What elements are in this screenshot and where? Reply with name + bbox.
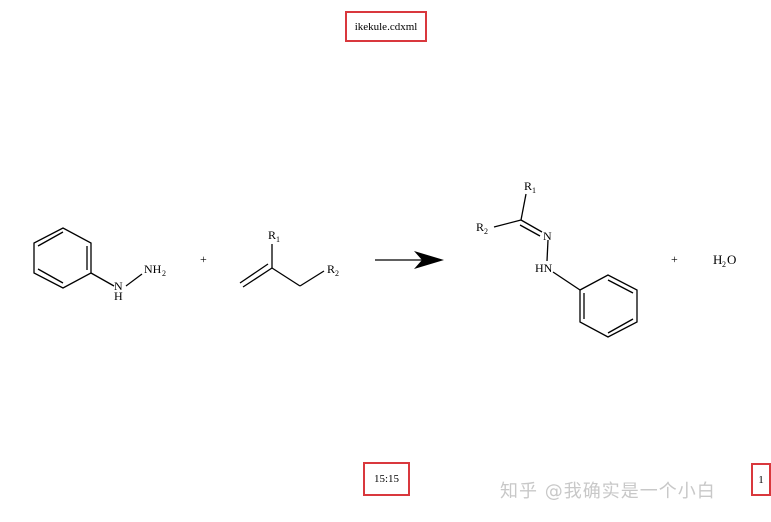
time-label: 15:15	[363, 462, 410, 496]
reactant1-c-n-bond	[90, 272, 115, 287]
reactant2-c-ch2-bond	[271, 267, 301, 287]
product-inner-bond	[607, 279, 634, 294]
plus-sign-1: +	[200, 252, 207, 266]
reactant1-inner-bond	[37, 268, 64, 284]
product-r1-label: R	[524, 179, 532, 193]
reactant2-double-bond	[242, 267, 273, 288]
water-h-subscript: 2	[722, 260, 726, 269]
watermark: 知乎 @我确实是一个小白	[500, 481, 716, 502]
product-c-r2-bond	[493, 219, 522, 228]
reactant2-double-bond-inner	[239, 263, 269, 284]
reactant1-nh2-label: NH	[144, 262, 162, 276]
product-n-c-bond	[552, 271, 581, 291]
product-inner-bond	[607, 318, 634, 334]
product-r2-label: R	[476, 220, 484, 234]
reactant1-nh2-subscript: 2	[162, 269, 166, 278]
reactant1-inner-bond	[37, 231, 64, 247]
water-h-label: H	[713, 252, 722, 267]
product-n-n-bond	[546, 239, 549, 262]
plus-sign-2: +	[671, 252, 678, 266]
product-benzene-ring	[579, 274, 638, 338]
reactant2-r1-subscript: 1	[276, 235, 280, 244]
reactant2-r2-label: R	[327, 262, 335, 276]
product-c-n-double-bond	[520, 219, 543, 233]
reactant2-r1-label: R	[268, 228, 276, 242]
reactant1-benzene-ring	[33, 227, 92, 289]
reactant1-n-label: N	[114, 279, 123, 293]
reactant1-nh-label: H	[114, 289, 123, 303]
product-c-r1-bond	[520, 193, 527, 221]
page-number-label: 1	[751, 463, 771, 496]
reactant1-n-n-bond	[125, 273, 143, 287]
filename-label: ikekule.cdxml	[345, 11, 427, 42]
product-r2-subscript: 2	[484, 227, 488, 236]
product-hn-label: HN	[535, 261, 553, 275]
reactant2-r2-subscript: 2	[335, 269, 339, 278]
reaction-arrow-head	[414, 251, 444, 269]
reactant2-ch2-r2-bond	[299, 270, 325, 287]
water-o-label: O	[727, 252, 736, 267]
product-r1-subscript: 1	[532, 186, 536, 195]
product-c-n-double-bond-inner	[519, 224, 541, 237]
product-n-label: N	[543, 229, 552, 243]
